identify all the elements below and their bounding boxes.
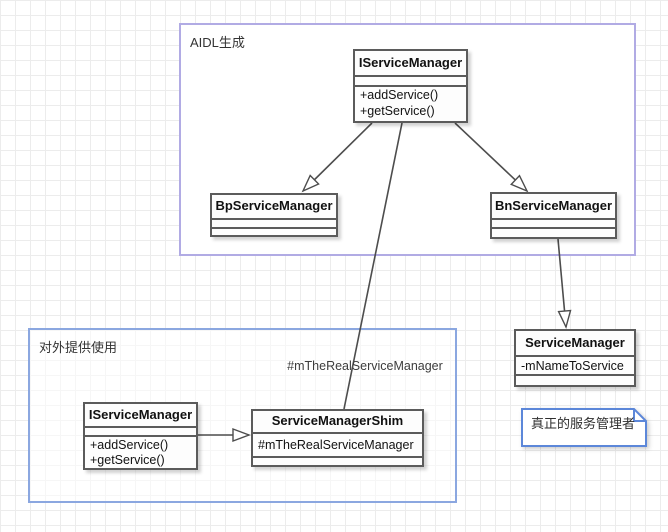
methods-compartment: +addService() +getService() (85, 437, 196, 468)
methods-compartment-empty (516, 376, 634, 385)
attributes-compartment-empty (212, 220, 336, 229)
attributes-compartment-empty (85, 428, 196, 437)
attributes-compartment-empty (355, 77, 466, 87)
class-box-iservicemanager-external[interactable]: IServiceManager +addService() +getServic… (83, 402, 198, 470)
methods-compartment-empty (253, 458, 422, 465)
attributes-compartment-empty (492, 220, 615, 229)
class-box-servicemanagershim[interactable]: ServiceManagerShim #mTheRealServiceManag… (251, 409, 424, 467)
method-item: +addService() (360, 88, 439, 102)
method-item: +addService() (90, 438, 169, 452)
class-name: BnServiceManager (492, 194, 615, 220)
class-box-bpservicemanager[interactable]: BpServiceManager (210, 193, 338, 237)
attributes-compartment: -mNameToService (516, 357, 634, 376)
class-box-iservicemanager-aidl[interactable]: IServiceManager +addService() +getServic… (353, 49, 468, 123)
attribute-item: #mTheRealServiceManager (258, 438, 414, 452)
methods-compartment-empty (492, 229, 615, 237)
class-name: IServiceManager (85, 404, 196, 428)
attributes-compartment: #mTheRealServiceManager (253, 434, 422, 458)
methods-compartment-empty (212, 229, 336, 235)
method-item: +getService() (360, 103, 435, 118)
container-label: AIDL生成 (190, 35, 245, 50)
class-name: IServiceManager (355, 51, 466, 77)
method-item: +getService() (90, 453, 165, 467)
class-box-servicemanager[interactable]: ServiceManager -mNameToService (514, 329, 636, 387)
class-name: BpServiceManager (212, 195, 336, 220)
note-text: 真正的服务管理者 (531, 416, 636, 431)
class-box-bnservicemanager[interactable]: BnServiceManager (490, 192, 617, 239)
attribute-item: -mNameToService (521, 359, 624, 373)
class-name: ServiceManagerShim (253, 411, 422, 434)
edge-label-mtherealservicemanager[interactable]: #mTheRealServiceManager (287, 359, 443, 373)
container-label: 对外提供使用 (39, 340, 118, 355)
class-name: ServiceManager (516, 331, 634, 357)
methods-compartment: +addService() +getService() (355, 87, 466, 121)
